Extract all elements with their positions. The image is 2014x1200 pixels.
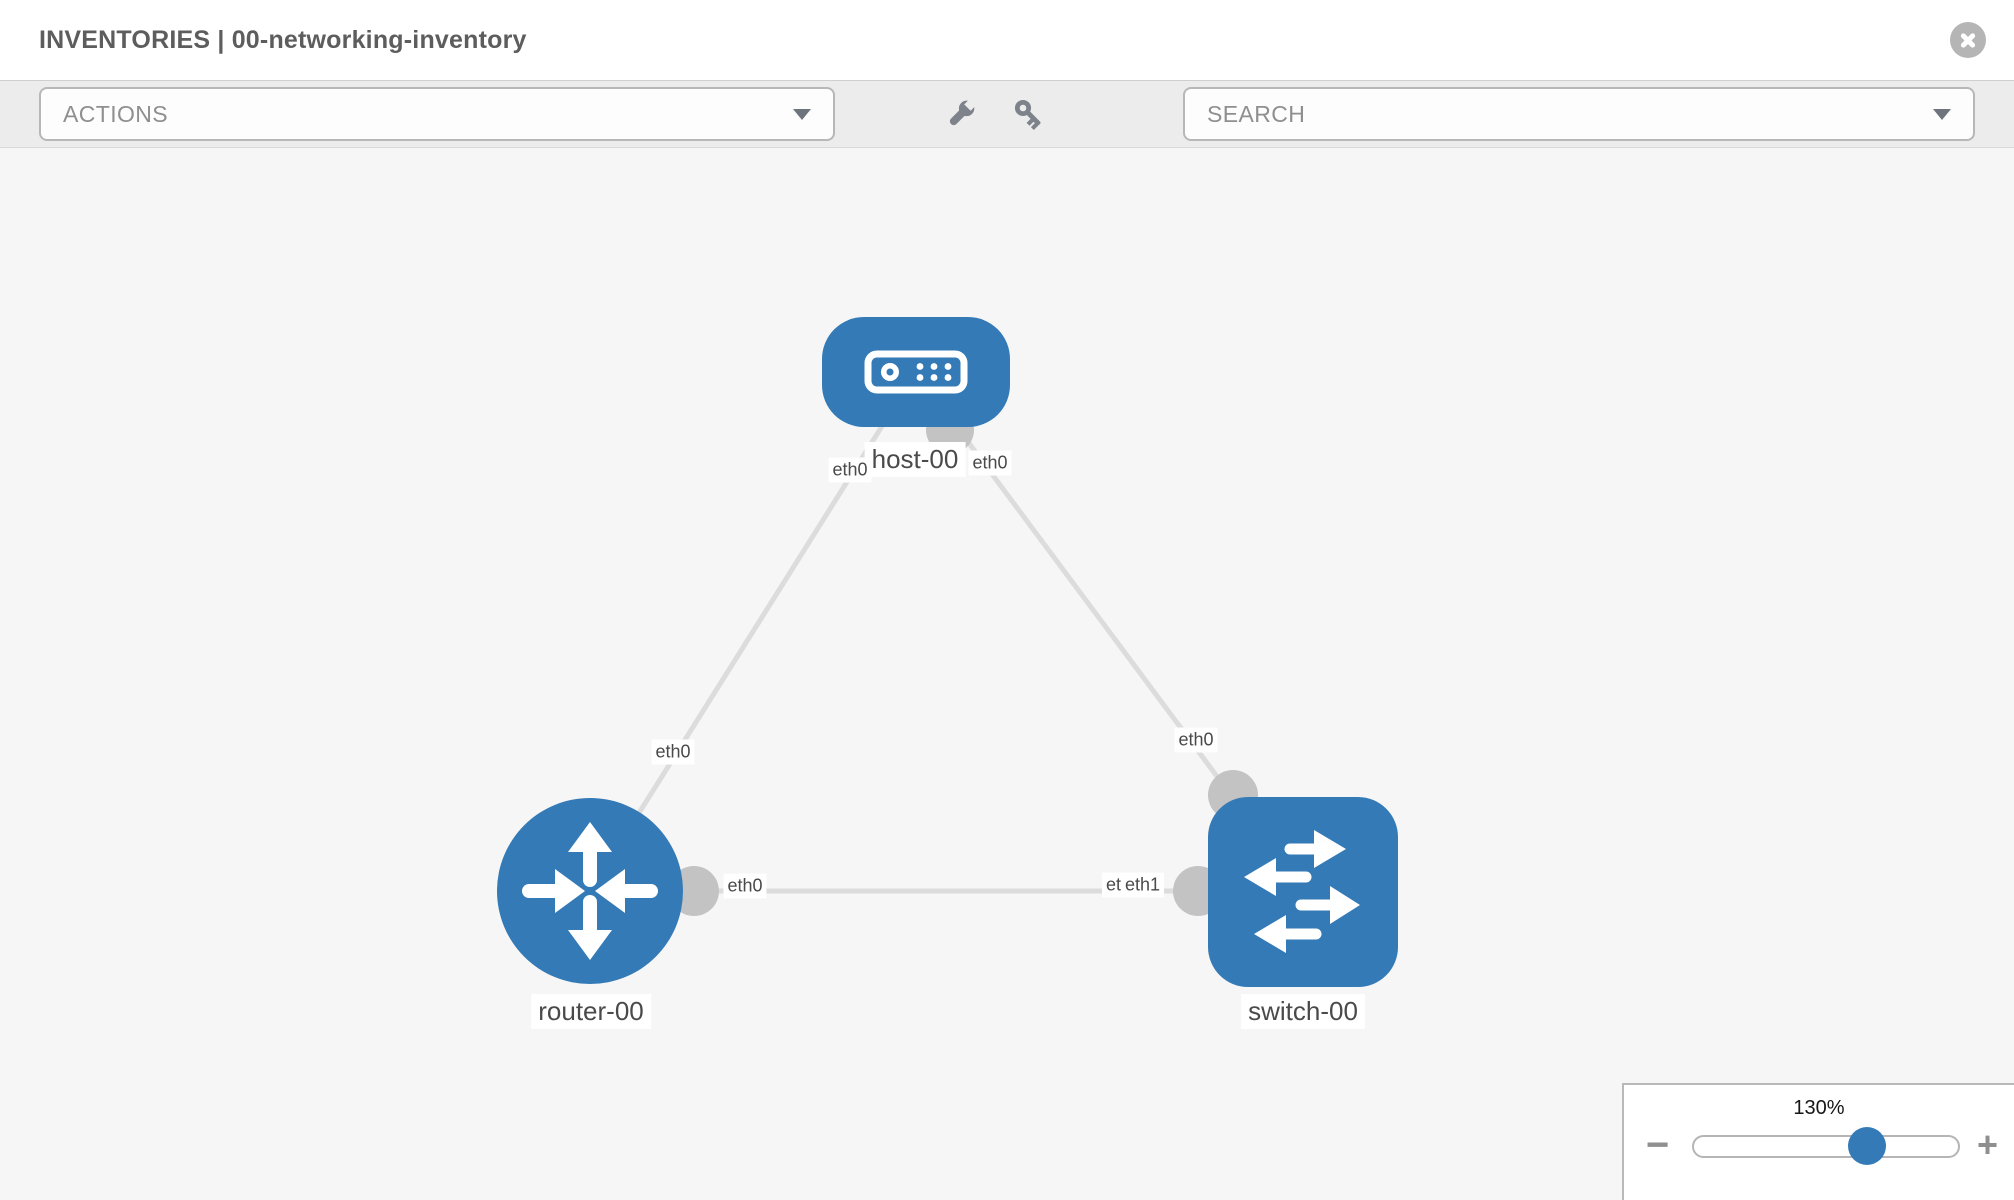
iface-label-router00-eth0: eth0	[723, 873, 767, 899]
search-dropdown-label: SEARCH	[1207, 100, 1306, 127]
chevron-down-icon	[1933, 109, 1951, 120]
zoom-in-button[interactable]: +	[1976, 1124, 1998, 1165]
node-label-router-00: router-00	[531, 994, 651, 1029]
switch-icon	[1244, 830, 1360, 953]
node-host-00[interactable]	[822, 317, 1010, 427]
actions-dropdown[interactable]: ACTIONS	[39, 87, 835, 141]
tools-wrench-button[interactable]	[944, 97, 978, 131]
host-icon	[864, 350, 968, 394]
node-router-00[interactable]	[497, 798, 683, 984]
iface-label-host00-eth0-right: eth0	[968, 450, 1012, 476]
node-label-switch-00: switch-00	[1241, 994, 1365, 1029]
node-switch-00[interactable]	[1208, 797, 1398, 987]
actions-dropdown-label: ACTIONS	[63, 100, 169, 127]
node-label-host-00: host-00	[864, 442, 966, 477]
toolbar: ACTIONS	[0, 80, 2014, 148]
iface-label-switch00-eth0-overlapped: eth0	[1102, 872, 1123, 898]
topology-canvas[interactable]: host-00 router-00 switch-00 eth0 eth0 et…	[0, 148, 2014, 1200]
page-title: INVENTORIES | 00-networking-inventory	[39, 25, 527, 54]
zoom-panel: 130% − +	[1622, 1083, 2014, 1200]
iface-label-router00-eth0-uplink: eth0	[651, 739, 695, 765]
router-icon	[522, 822, 658, 960]
zoom-slider-handle[interactable]	[1848, 1127, 1886, 1165]
wrench-icon	[949, 97, 978, 126]
key-icon	[1014, 99, 1041, 131]
search-dropdown[interactable]: SEARCH	[1183, 87, 1975, 141]
titlebar: INVENTORIES | 00-networking-inventory	[0, 0, 2014, 80]
credentials-key-button[interactable]	[1012, 97, 1046, 131]
iface-label-host00-eth0-left: eth0	[828, 457, 872, 483]
zoom-out-button[interactable]: −	[1646, 1123, 1670, 1167]
zoom-value: 130%	[1793, 1097, 1845, 1119]
iface-label-switch00-eth1: eth1	[1121, 872, 1165, 898]
links-layer	[587, 370, 1306, 916]
zoom-slider-track[interactable]	[1692, 1127, 1960, 1165]
toolbar-tools	[944, 97, 1046, 131]
chevron-down-icon	[793, 109, 811, 120]
close-button[interactable]	[1950, 22, 1986, 58]
iface-label-switch00-eth0-uplink: eth0	[1174, 727, 1218, 753]
